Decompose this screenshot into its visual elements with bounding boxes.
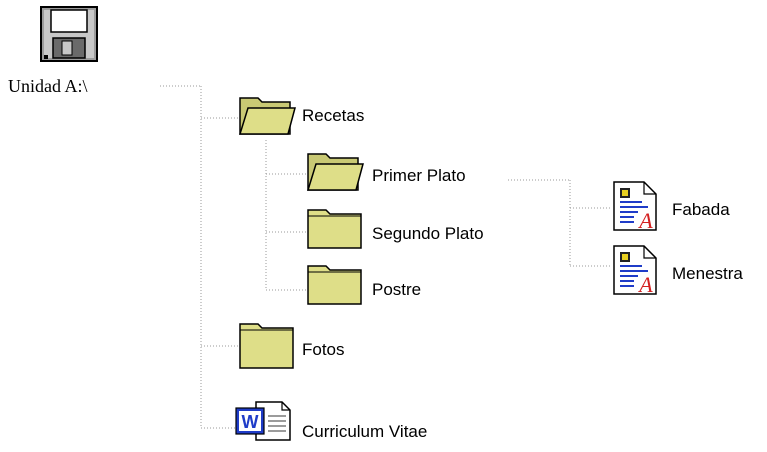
write-document-icon: A bbox=[613, 181, 657, 232]
write-document-icon: A bbox=[613, 245, 657, 296]
svg-text:A: A bbox=[637, 208, 653, 232]
fotos-label: Fotos bbox=[302, 340, 345, 359]
recetas-label: Recetas bbox=[302, 106, 365, 125]
primer-plato-label: Primer Plato bbox=[372, 166, 466, 185]
open-folder-icon bbox=[238, 97, 296, 135]
floppy-disk-icon bbox=[40, 6, 98, 62]
curriculum-vitae-label: Curriculum Vitae bbox=[302, 422, 428, 441]
folder-icon bbox=[239, 323, 294, 369]
fabada-label: Fabada bbox=[672, 200, 730, 219]
svg-text:A: A bbox=[637, 272, 653, 296]
menestra-label: Menestra bbox=[672, 264, 743, 283]
folder-icon bbox=[307, 265, 362, 305]
word-document-icon: W bbox=[235, 401, 291, 441]
open-folder-icon bbox=[306, 153, 364, 191]
svg-text:W: W bbox=[242, 412, 259, 432]
root-label: Unidad A:\ bbox=[8, 76, 88, 96]
folder-icon bbox=[307, 209, 362, 249]
postre-label: Postre bbox=[372, 280, 422, 299]
segundo-plato-label: Segundo Plato bbox=[372, 224, 484, 243]
